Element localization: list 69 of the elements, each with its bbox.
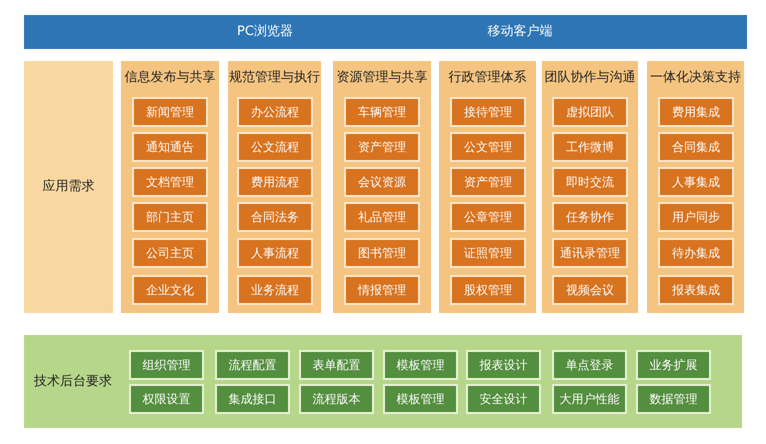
module-tile: 资产管理 [450,167,526,197]
module-tile: 股权管理 [450,275,526,305]
module-tile: 图书管理 [344,238,420,268]
client-label: PC浏览器 [237,24,293,40]
module-tile: 车辆管理 [344,97,420,127]
module-tile: 虚拟团队 [552,97,628,127]
module-column [228,61,321,313]
module-tile: 工作微博 [552,132,628,162]
column-heading: 团队协作与沟通 [544,70,636,86]
module-tile: 用户同步 [658,202,734,232]
module-tile: 文档管理 [132,167,208,197]
column-heading: 规范管理与执行 [228,70,321,86]
feature-tile: 大用户性能 [552,384,627,414]
module-tile: 费用流程 [237,167,313,197]
module-tile: 证照管理 [450,238,526,268]
feature-tile: 表单配置 [299,350,374,380]
module-tile: 合同集成 [658,132,734,162]
module-column [542,61,638,313]
client-label: 移动客户端 [488,24,552,40]
column-heading: 行政管理体系 [448,70,528,86]
module-tile: 公司主页 [132,238,208,268]
feature-tile: 集成接口 [215,384,290,414]
feature-tile: 权限设置 [129,384,204,414]
column-heading: 资源管理与共享 [336,70,428,86]
module-tile: 办公流程 [237,97,313,127]
module-tile: 业务流程 [237,275,313,305]
module-tile: 公文流程 [237,132,313,162]
feature-tile: 业务扩展 [636,350,711,380]
module-tile: 礼品管理 [344,202,420,232]
module-tile: 即时交流 [552,167,628,197]
feature-tile: 流程配置 [215,350,290,380]
module-column [439,61,536,313]
panel-label: 技术后台要求 [34,374,112,390]
backend-panel [24,335,742,428]
client-bar [24,15,747,49]
module-tile: 人事集成 [658,167,734,197]
column-heading: 信息发布与共享 [124,70,216,86]
module-tile: 接待管理 [450,97,526,127]
module-tile: 公章管理 [450,202,526,232]
module-column [121,61,219,313]
column-heading: 一体化决策支持 [649,70,742,86]
feature-tile: 模板管理 [383,384,458,414]
feature-tile: 报表设计 [466,350,541,380]
module-tile: 企业文化 [132,275,208,305]
feature-tile: 安全设计 [466,384,541,414]
feature-tile: 组织管理 [129,350,204,380]
module-tile: 会议资源 [344,167,420,197]
feature-tile: 数据管理 [636,384,711,414]
feature-tile: 单点登录 [552,350,627,380]
module-tile: 通知通告 [132,132,208,162]
module-tile: 任务协作 [552,202,628,232]
feature-tile: 流程版本 [299,384,374,414]
module-tile: 视频会议 [552,275,628,305]
module-tile: 人事流程 [237,238,313,268]
module-tile: 待办集成 [658,238,734,268]
module-tile: 情报管理 [344,275,420,305]
module-tile: 费用集成 [658,97,734,127]
category-label: 应用需求 [42,179,94,195]
module-tile: 公文管理 [450,132,526,162]
module-column [647,61,744,313]
module-tile: 资产管理 [344,132,420,162]
module-tile: 合同法务 [237,202,313,232]
feature-tile: 模板管理 [383,350,458,380]
module-column [333,61,431,313]
module-tile: 通讯录管理 [552,238,628,268]
module-tile: 新闻管理 [132,97,208,127]
module-tile: 部门主页 [132,202,208,232]
category-panel [24,61,113,313]
module-tile: 报表集成 [658,275,734,305]
